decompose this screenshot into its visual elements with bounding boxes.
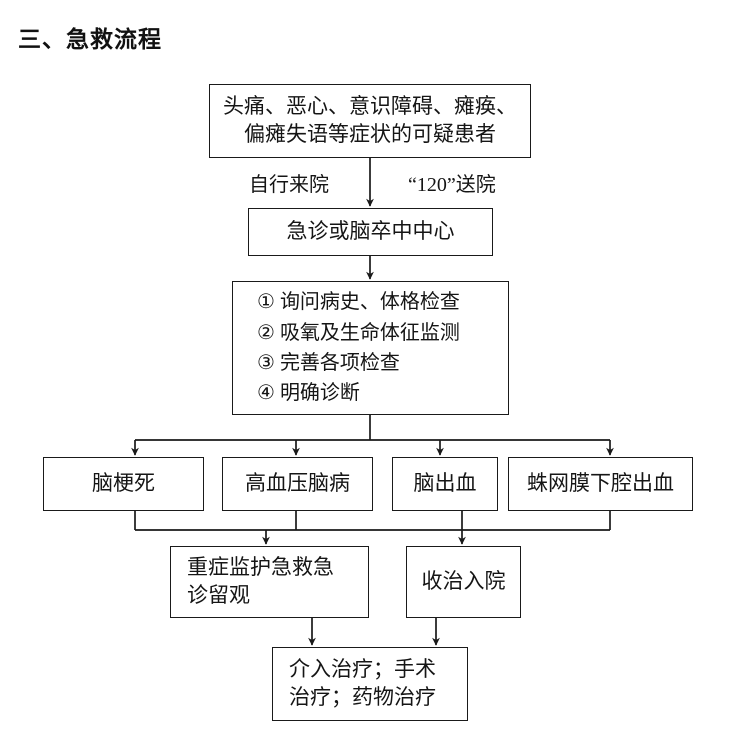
node-diagnosis-hypertensive-encephalopathy: 高血压脑病 xyxy=(222,457,373,511)
icu-line-1: 重症监护急救急 xyxy=(187,555,334,580)
step-text: 完善各项检查 xyxy=(279,352,400,374)
node-diagnosis-cerebral-hemorrhage: 脑出血 xyxy=(392,457,498,511)
step-text: 询问病史、体格检查 xyxy=(279,291,460,314)
step-marker: ① xyxy=(257,291,275,314)
suspect-line-1: 头痛、恶心、意识障碍、瘫痪、 xyxy=(223,94,517,119)
node-emergency-stroke-center: 急诊或脑卒中中心 xyxy=(248,208,493,256)
suspect-line-2: 偏瘫失语等症状的可疑患者 xyxy=(244,122,496,146)
treatment-line-1: 介入治疗；手术 xyxy=(289,657,436,682)
edge-label-ambulance: “120”送院 xyxy=(408,174,496,196)
diagnosis-label: 高血压脑病 xyxy=(245,471,350,496)
page-title: 三、急救流程 xyxy=(18,27,162,53)
emergency-label: 急诊或脑卒中中心 xyxy=(286,219,455,244)
treatment-line-2: 治疗；药物治疗 xyxy=(289,685,436,709)
node-icu-observation: 重症监护急救急 诊留观 xyxy=(170,546,369,618)
step-marker: ③ xyxy=(257,352,275,374)
edge-label-self-arrival: 自行来院 xyxy=(249,174,329,196)
step-text: 吸氧及生命体征监测 xyxy=(279,321,460,344)
node-diagnosis-subarachnoid-hemorrhage: 蛛网膜下腔出血 xyxy=(508,457,693,511)
node-diagnosis-cerebral-infarction: 脑梗死 xyxy=(43,457,204,511)
step-marker: ② xyxy=(257,321,275,344)
icu-line-2: 诊留观 xyxy=(187,583,250,607)
node-treatment-options: 介入治疗；手术 治疗；药物治疗 xyxy=(272,647,468,721)
node-suspect-patient: 头痛、恶心、意识障碍、瘫痪、 偏瘫失语等症状的可疑患者 xyxy=(209,84,531,158)
admission-label: 收治入院 xyxy=(421,569,506,594)
node-hospital-admission: 收治入院 xyxy=(406,546,521,618)
step-text: 明确诊断 xyxy=(279,382,360,405)
diagnosis-label: 蛛网膜下腔出血 xyxy=(527,471,674,496)
step-marker: ④ xyxy=(257,382,275,405)
diagnosis-label: 脑梗死 xyxy=(92,471,155,496)
diagnosis-label: 脑出血 xyxy=(413,471,477,496)
